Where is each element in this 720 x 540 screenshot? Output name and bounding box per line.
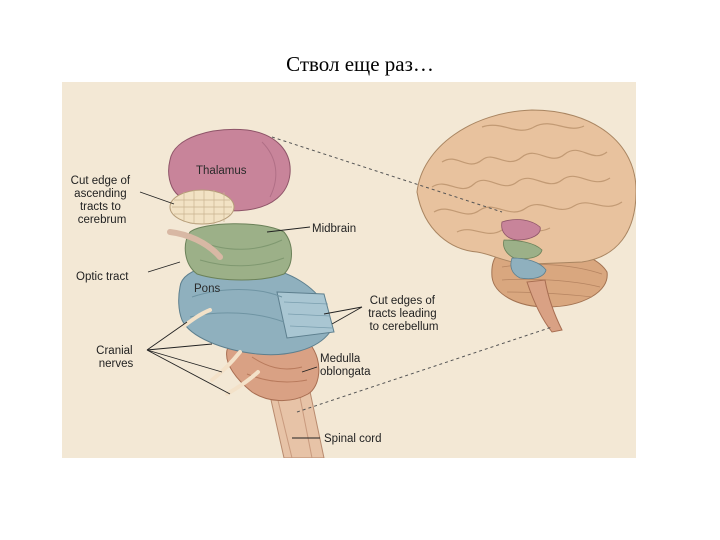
label-cranial-nerves: Cranial nerves: [96, 345, 136, 370]
label-thalamus: Thalamus: [196, 165, 247, 177]
midbrain-shape: [184, 223, 292, 281]
leader-optic-tract: [147, 261, 181, 273]
whole-brain-stem-shape: [526, 279, 563, 333]
leader-cranial-2: [146, 343, 213, 351]
whole-brain-thalamus-shape: [501, 219, 541, 241]
leader-cranial-3: [146, 349, 223, 373]
label-midbrain: Midbrain: [312, 223, 356, 235]
label-cut-edge-line-2: ascending: [74, 188, 126, 200]
leader-cerebellum-2: [331, 306, 363, 325]
label-spinal-cord: Spinal cord: [324, 433, 382, 445]
brainstem-diagram: Thalamus Cut edge of ascending tracts to…: [62, 82, 636, 458]
cerebrum-shape: [416, 109, 636, 265]
label-cut-edge-line-4: cerebrum: [78, 214, 127, 226]
leader-cut-edge: [139, 191, 175, 205]
brainstem-figure: Thalamus Cut edge of ascending tracts to…: [62, 82, 636, 458]
label-cranial-line-2: nerves: [99, 358, 134, 370]
label-optic-tract: Optic tract: [76, 271, 129, 283]
label-cut-edges-cerebellum: Cut edges of tracts leading to cerebellu…: [368, 295, 440, 333]
label-medulla: Medulla oblongata: [320, 353, 371, 378]
connector-line-top: [271, 136, 503, 213]
label-cerebellum-line-1: Cut edges of: [370, 295, 436, 307]
leader-cranial-1: [146, 321, 188, 351]
label-cut-edge-line-3: tracts to: [80, 201, 121, 213]
label-pons: Pons: [194, 283, 220, 295]
label-cerebellum-line-3: to cerebellum: [369, 321, 438, 333]
label-cerebellum-line-2: tracts leading: [368, 308, 436, 320]
leader-medulla: [301, 366, 318, 373]
label-medulla-line-2: oblongata: [320, 366, 371, 378]
whole-brain-midbrain-shape: [503, 239, 543, 260]
optic-tract-shape: [167, 229, 223, 260]
connector-line-bottom: [296, 326, 553, 413]
leader-cranial-4: [146, 349, 231, 395]
leader-cerebellum-1: [323, 306, 363, 315]
label-cut-edge-ascending: Cut edge of ascending tracts to cerebrum: [71, 175, 134, 226]
whole-brain-pons-shape: [510, 257, 547, 280]
label-cranial-line-1: Cranial: [96, 345, 132, 357]
leader-midbrain: [266, 226, 311, 233]
label-medulla-line-1: Medulla: [320, 353, 361, 365]
label-cut-edge-line-1: Cut edge of: [71, 175, 131, 187]
slide-title: Ствол еще раз…: [286, 52, 434, 76]
